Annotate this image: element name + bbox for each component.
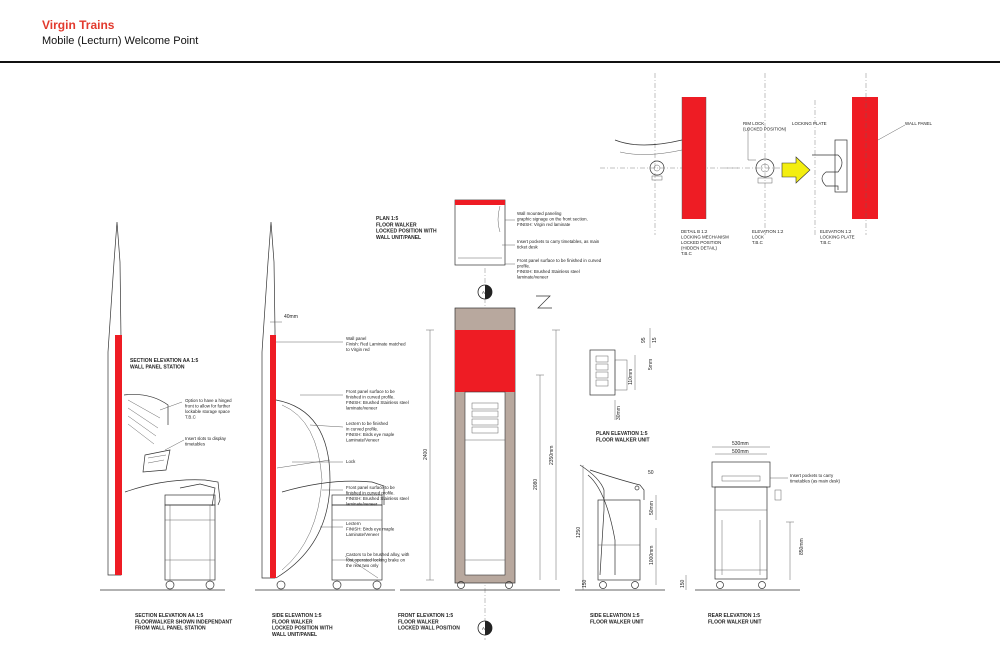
pu-dim-15: 15 (652, 337, 658, 343)
aa-wall-panel-red (115, 335, 122, 575)
pu-dim-110: 110mm (628, 369, 634, 385)
detail-wall-panel: WALL PANEL (905, 121, 932, 126)
brand-title: Virgin Trains (42, 18, 115, 32)
front-dim-2080: 2080 (533, 479, 539, 490)
su-dim-50mm: 50mm (649, 501, 655, 515)
header: Virgin Trains Mobile (Lecturn) Welcome P… (42, 18, 198, 47)
su-dim-150: 150 (582, 579, 588, 588)
detail-rim-lock: RIM LOCK(LOCKED POSITION) (743, 121, 787, 132)
detail-wall-panel-red (682, 97, 706, 219)
plan-view (454, 199, 515, 266)
rear-elevation-unit (685, 446, 800, 591)
plate-wall-panel-red (852, 97, 878, 219)
ru-dim-850: 850mm (799, 538, 805, 555)
pu-dim-30: 30mm (616, 406, 622, 420)
front-red-panel (455, 330, 515, 392)
front-marker-top: A (482, 290, 485, 295)
front-elevation (400, 268, 560, 640)
front-dim-2350: 2350mm (549, 446, 555, 465)
pu-dim-5: 5mm (648, 359, 654, 370)
side-elevation-unit (575, 464, 665, 591)
document-title: Mobile (Lecturn) Welcome Point (42, 35, 199, 47)
ru-dim-150: 150 (680, 579, 686, 588)
side-wall-panel-red (270, 335, 276, 578)
front-marker-bottom: A (482, 626, 485, 631)
su-dim-1250: 1250 (576, 527, 582, 538)
header-rule (0, 61, 1000, 63)
detail-locking-plate: LOCKING PLATE (792, 121, 827, 126)
side-note-lock: Lock (346, 459, 356, 464)
lock-details (600, 73, 906, 235)
ru-dim-530: 530mm (732, 441, 749, 447)
plan-elevation-unit (589, 328, 651, 420)
su-dim-1000: 1000mm (649, 546, 655, 565)
front-dim-2400: 2400 (423, 449, 429, 460)
plan-red-strip (455, 200, 505, 205)
side-dim-40: 40mm (284, 314, 298, 320)
plan-note-2: Insert pockets to carry timetables, as m… (517, 239, 600, 250)
plan-note-3: Front panel surface to be finished in cu… (517, 258, 602, 280)
pu-dim-95: 95 (641, 337, 647, 343)
direction-arrow (781, 156, 811, 184)
su-dim-50: 50 (648, 470, 654, 476)
ru-dim-500: 500mm (732, 449, 749, 455)
side-elevation (255, 221, 395, 591)
section-elevation-aa (100, 221, 225, 591)
